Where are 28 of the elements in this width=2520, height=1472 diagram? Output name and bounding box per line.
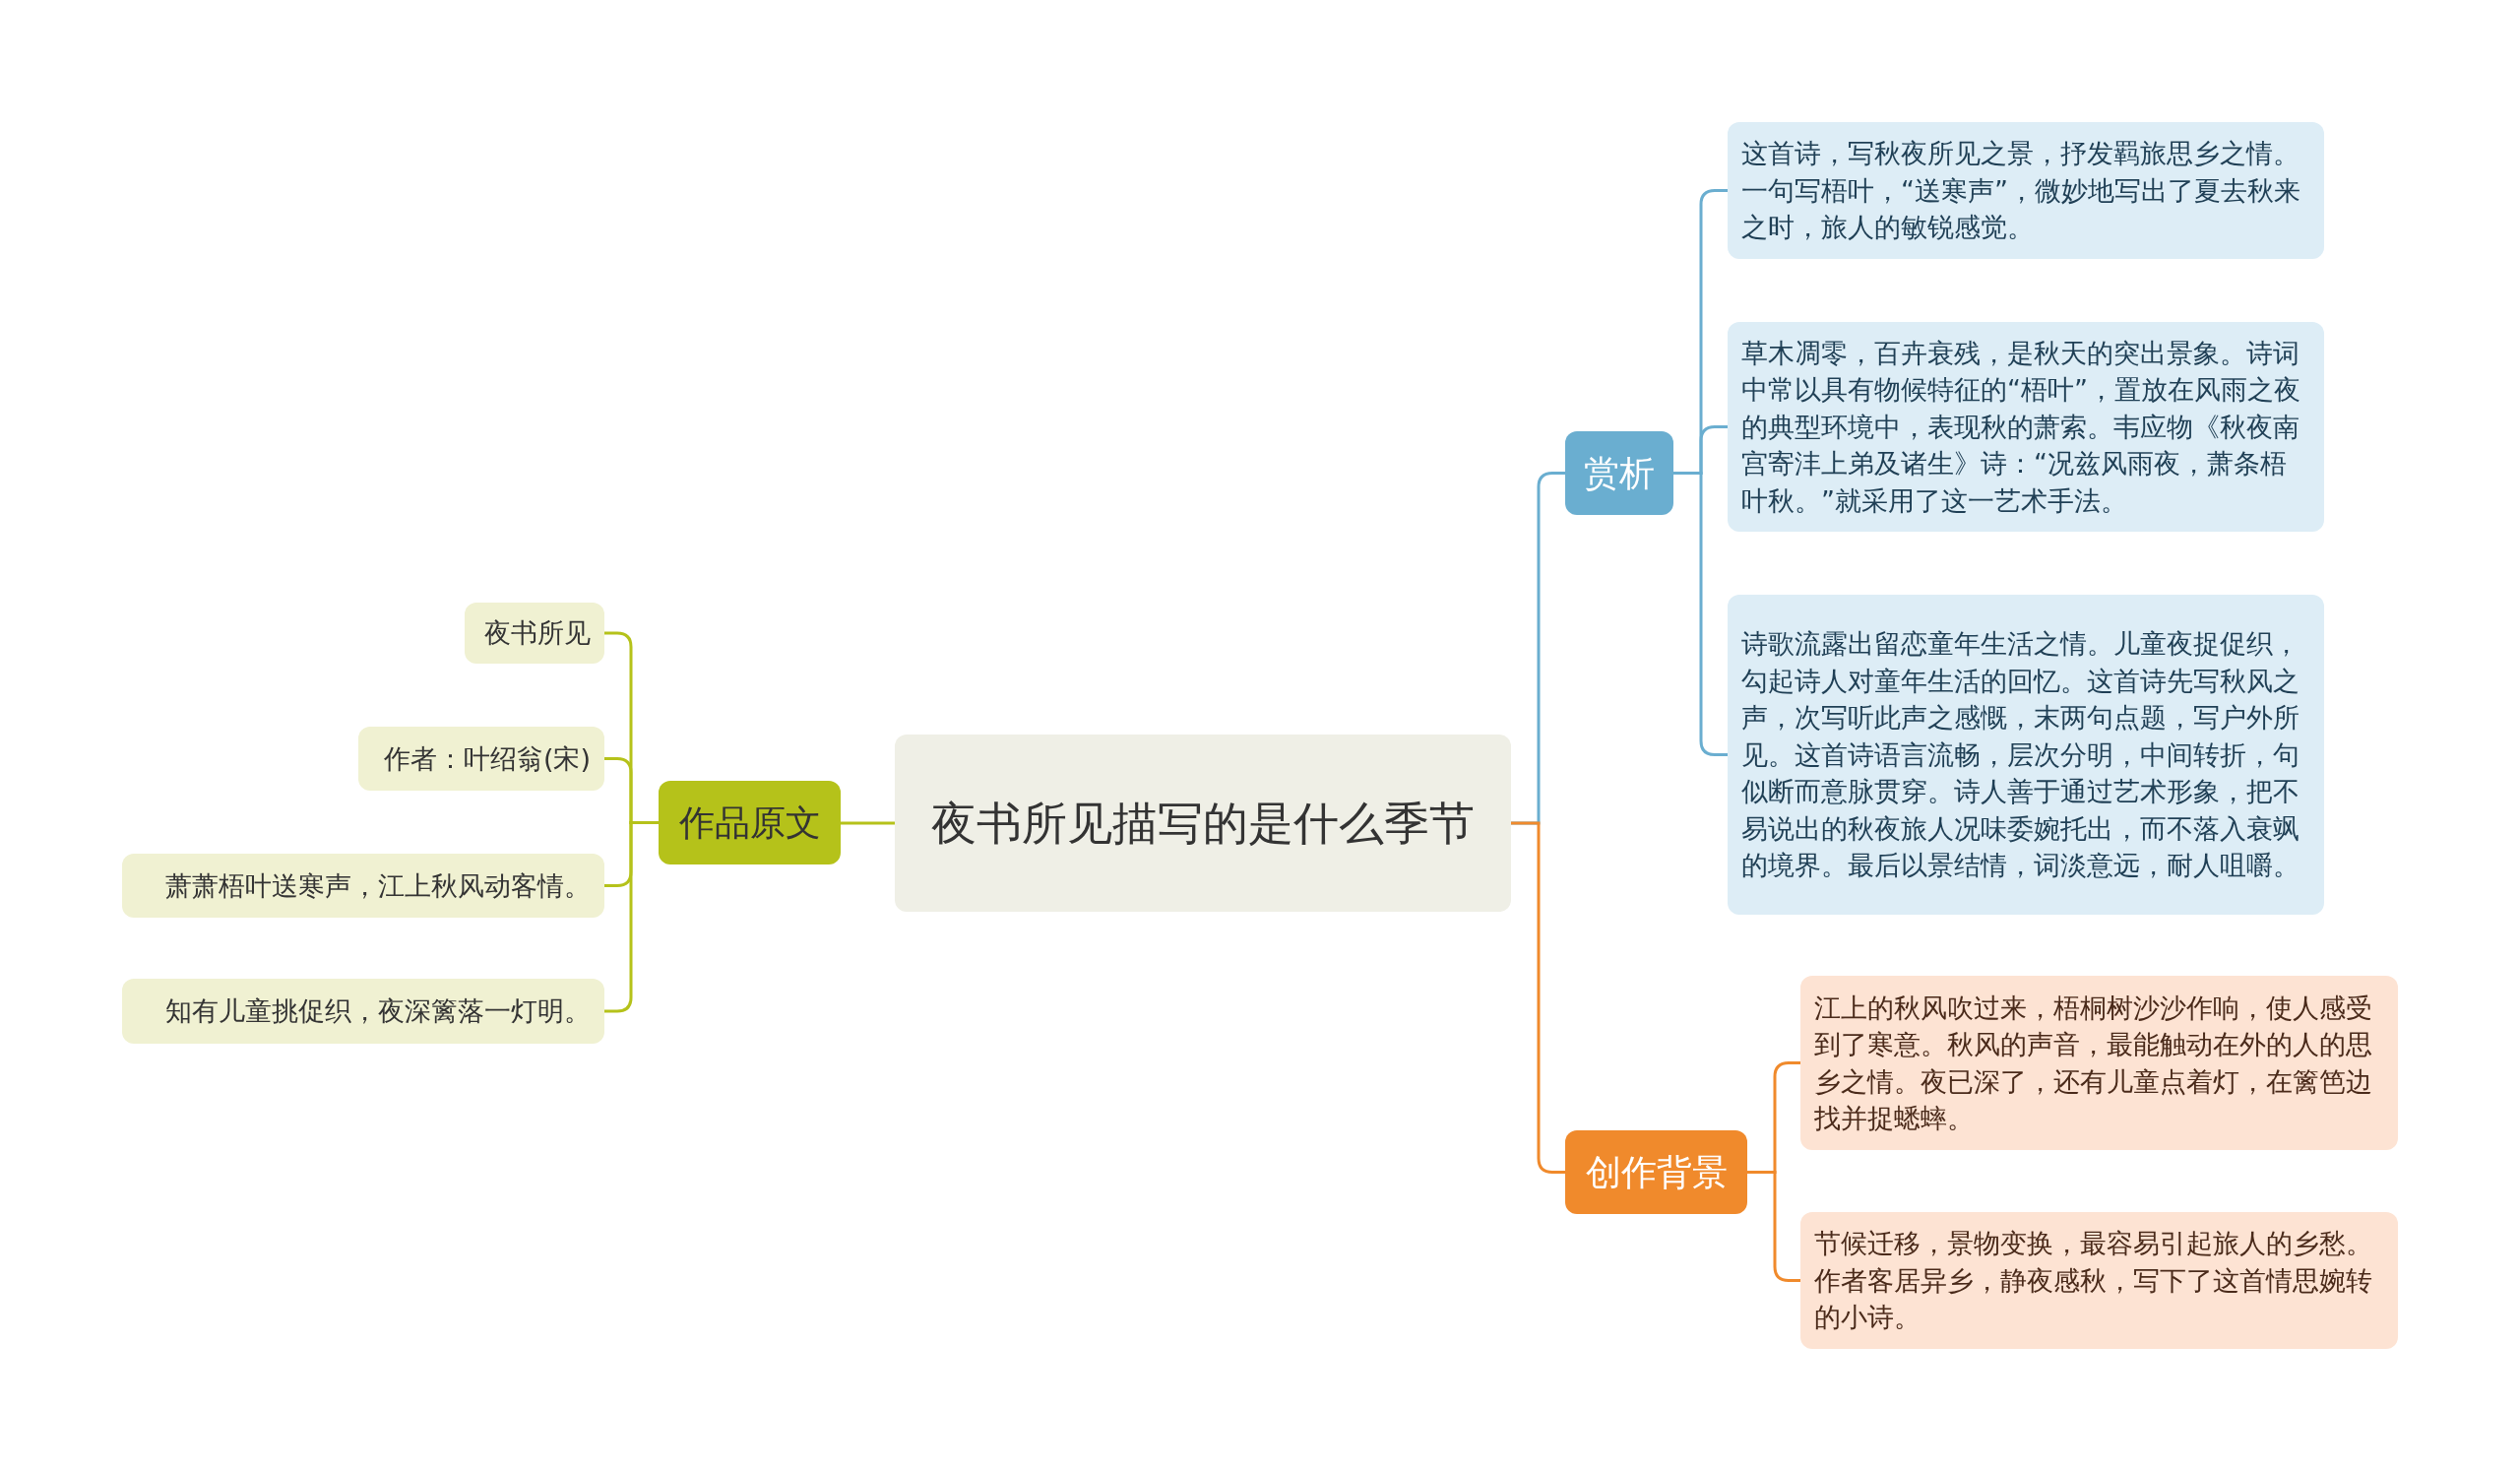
- topic-text: 赏析: [1584, 451, 1655, 495]
- branch-topic-box: [659, 781, 841, 864]
- topic-text: 知有儿童挑促织，夜深篱落一灯明。: [165, 994, 591, 1028]
- topic-text: 这首诗，写秋夜所见之景，抒发羁旅思乡之情。一句写梧叶，“送寒声”，微妙地写出了夏去秋来之时，旅人的敏锐感觉。: [1741, 137, 2301, 245]
- connector-line: [1747, 1171, 1800, 1282]
- topic-text: 萧萧梧叶送寒声，江上秋风动客情。: [165, 868, 591, 903]
- topic-text: 节候迁移，景物变换，最容易引起旅人的乡愁。作者客居异乡，静夜感秋，写下了这首情思婉转的小诗。: [1814, 1227, 2373, 1335]
- subtopic-box: [1728, 122, 2324, 259]
- topic-text: 夜书所见: [484, 616, 591, 650]
- subtopic-box: [122, 979, 604, 1044]
- topic-text: 作者：叶绍翁(宋): [383, 741, 591, 776]
- branch-topic-box: [1565, 431, 1673, 515]
- topic-text: 草木凋零，百卉衰残，是秋天的突出景象。诗词中常以具有物候特征的“梧叶”，置放在风雨之夜的典型环境中，表现秋的萧索。韦应物《秋夜南宫寄沣上弟及诸生》诗：“况兹风雨夜，萧条梧叶秋。”就采用了这一艺术手法。: [1741, 336, 2301, 518]
- central-topic-box: [895, 735, 1511, 912]
- subtopic-box: [1728, 595, 2324, 915]
- subtopic-box: [465, 603, 604, 664]
- connector-line: [841, 821, 895, 825]
- branch-topic-box: [1565, 1130, 1747, 1214]
- topic-text: 江上的秋风吹过来，梧桐树沙沙作响，使人感受到了寒意。秋风的声音，最能触动在外的人的思乡之情。夜已深了，还有儿童点着灯，在篱笆边找并捉蟋蟀。: [1814, 991, 2373, 1135]
- topic-text: 夜书所见描写的是什么季节: [931, 796, 1475, 852]
- subtopic-box: [122, 854, 604, 918]
- topic-text: 创作背景: [1585, 1150, 1728, 1194]
- subtopic-box: [1800, 976, 2398, 1150]
- topic-text: 诗歌流露出留恋童年生活之情。儿童夜捉促织，勾起诗人对童年生活的回忆。这首诗先写秋风之声，次写听此声之感慨，末两句点题，写户外所见。这首诗语言流畅，层次分明，中间转折，句似断而意脉贯穿。诗人善于通过艺术形象，把不易说出的秋夜旅人况味委婉托出，而不落入衰飒的境界。最后以景结情，词淡意远，耐人咀嚼。: [1741, 627, 2300, 883]
- subtopic-box: [1728, 322, 2324, 532]
- topic-text: 作品原文: [678, 800, 821, 845]
- subtopic-box: [358, 727, 604, 791]
- subtopic-box: [1800, 1212, 2398, 1349]
